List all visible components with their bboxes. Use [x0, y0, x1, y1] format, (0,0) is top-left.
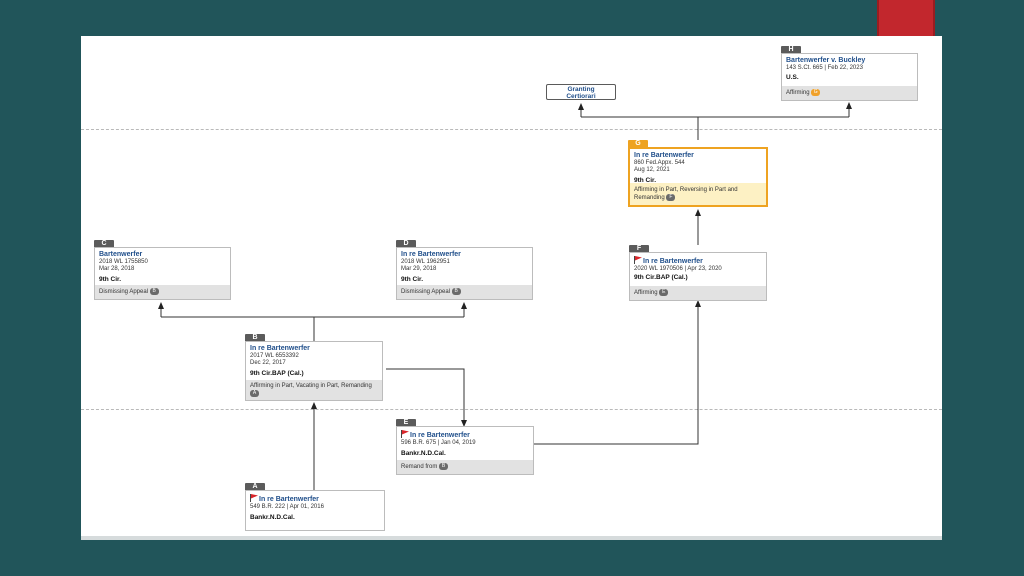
case-court: Bankr.N.D.Cal.: [250, 514, 295, 521]
case-court: Bankr.N.D.Cal.: [401, 450, 446, 457]
case-history: Dismissing Appeal B: [95, 284, 230, 299]
case-citation: 596 B.R. 675 | Jan 04, 2019: [401, 440, 476, 446]
case-node-c[interactable]: C Bartenwerfer 2018 WL 1755850 Mar 28, 2…: [94, 240, 231, 300]
case-court: 9th Cir.BAP (Cal.): [634, 274, 688, 281]
case-card[interactable]: Bartenwerfer v. Buckley 143 S.Ct. 665 | …: [781, 53, 918, 101]
case-title[interactable]: In re Bartenwerfer: [250, 345, 310, 352]
history-text: Affirming in Part, Vacating in Part, Rem…: [250, 382, 372, 389]
red-flag-icon: [634, 256, 642, 264]
case-court: U.S.: [786, 74, 799, 81]
node-label: E: [396, 419, 416, 427]
case-card[interactable]: In re Bartenwerfer 2018 WL 1962951 Mar 2…: [396, 247, 533, 300]
red-flag-icon: [401, 430, 409, 438]
case-title[interactable]: In re Bartenwerfer: [259, 496, 319, 503]
case-history: Remand from B: [397, 459, 533, 474]
node-label: C: [94, 240, 114, 248]
case-citation: 2020 WL 1970506 | Apr 23, 2020: [634, 266, 722, 272]
case-history: Affirming in Part, Vacating in Part, Rem…: [246, 379, 382, 400]
case-history: Affirming E: [630, 285, 766, 300]
ref-badge[interactable]: A: [250, 389, 259, 397]
case-card[interactable]: In re Bartenwerfer 2017 WL 6553392 Dec 2…: [245, 341, 383, 401]
case-court: 9th Cir.: [401, 276, 424, 283]
node-label: D: [396, 240, 416, 248]
case-citation: 2017 WL 6553392: [250, 353, 299, 359]
certiorari-line2: Certiorari: [566, 93, 596, 100]
case-node-g[interactable]: G In re Bartenwerfer 860 Fed.Appx. 544 A…: [628, 140, 768, 207]
history-text: Affirming in Part, Reversing in Part and…: [634, 186, 738, 201]
node-label: B: [245, 334, 265, 342]
edge-b-e: [386, 368, 465, 423]
ref-badge[interactable]: F: [666, 193, 676, 201]
case-citation: 2018 WL 1755850: [99, 259, 148, 265]
case-card[interactable]: In re Bartenwerfer 549 B.R. 222 | Apr 01…: [245, 490, 385, 531]
certiorari-line1: Granting: [567, 86, 595, 93]
case-node-f[interactable]: F In re Bartenwerfer 2020 WL 1970506 | A…: [629, 245, 767, 301]
node-label: G: [628, 140, 648, 148]
case-citation: 549 B.R. 222 | Apr 01, 2016: [250, 504, 324, 510]
history-text: Dismissing Appeal: [99, 289, 149, 295]
case-history: Dismissing Appeal B: [397, 284, 532, 299]
case-date: Dec 22, 2017: [250, 360, 286, 366]
case-court: 9th Cir.: [99, 276, 122, 283]
ref-badge[interactable]: G: [811, 88, 821, 96]
case-title[interactable]: Bartenwerfer v. Buckley: [786, 57, 866, 64]
connector-lines: [158, 102, 852, 490]
case-citation: 2018 WL 1962951: [401, 259, 450, 265]
history-text: Affirming: [786, 90, 810, 96]
node-label: F: [629, 245, 649, 253]
case-title[interactable]: In re Bartenwerfer: [634, 152, 694, 159]
case-node-a[interactable]: A In re Bartenwerfer 549 B.R. 222 | Apr …: [245, 483, 385, 531]
case-node-e[interactable]: E In re Bartenwerfer 596 B.R. 675 | Jan …: [396, 419, 534, 475]
case-title[interactable]: In re Bartenwerfer: [401, 251, 461, 258]
case-title[interactable]: In re Bartenwerfer: [410, 432, 470, 439]
level-divider-top: [81, 129, 942, 130]
granting-certiorari-box[interactable]: Granting Certiorari: [546, 84, 616, 100]
edge-e-f: [534, 304, 699, 445]
case-history: Affirming in Part, Reversing in Part and…: [630, 182, 766, 205]
case-date: Mar 29, 2018: [401, 266, 437, 272]
case-node-h[interactable]: H Bartenwerfer v. Buckley 143 S.Ct. 665 …: [781, 46, 918, 101]
case-card-highlighted[interactable]: In re Bartenwerfer 860 Fed.Appx. 544 Aug…: [628, 147, 768, 207]
case-card[interactable]: Bartenwerfer 2018 WL 1755850 Mar 28, 201…: [94, 247, 231, 300]
ref-badge[interactable]: B: [439, 462, 449, 470]
case-citation: 860 Fed.Appx. 544: [634, 160, 685, 166]
history-text: Affirming: [634, 290, 658, 296]
case-card[interactable]: In re Bartenwerfer 2020 WL 1970506 | Apr…: [629, 252, 767, 301]
node-label: H: [781, 46, 801, 54]
history-text: Remand from: [401, 464, 438, 470]
case-card[interactable]: In re Bartenwerfer 596 B.R. 675 | Jan 04…: [396, 426, 534, 475]
slide-bottom-edge: [81, 536, 942, 540]
node-label: A: [245, 483, 265, 491]
level-divider-bottom: [81, 409, 942, 410]
case-date: Aug 12, 2021: [634, 167, 670, 173]
case-court: 9th Cir.: [634, 177, 657, 184]
history-text: Dismissing Appeal: [401, 289, 451, 295]
case-citation: 143 S.Ct. 665 | Feb 22, 2023: [786, 65, 863, 71]
ref-badge[interactable]: B: [149, 287, 159, 295]
case-court: 9th Cir.BAP (Cal.): [250, 370, 304, 377]
history-diagram: Granting Certiorari H Bartenwerfer v. Bu…: [81, 36, 942, 540]
case-history: Affirming G: [782, 85, 917, 100]
case-title[interactable]: Bartenwerfer: [99, 251, 143, 258]
case-node-d[interactable]: D In re Bartenwerfer 2018 WL 1962951 Mar…: [396, 240, 533, 300]
red-flag-icon: [250, 494, 258, 502]
case-date: Mar 28, 2018: [99, 266, 135, 272]
ref-badge[interactable]: E: [659, 288, 669, 296]
case-title[interactable]: In re Bartenwerfer: [643, 258, 703, 265]
ref-badge[interactable]: B: [451, 287, 461, 295]
case-node-b[interactable]: B In re Bartenwerfer 2017 WL 6553392 Dec…: [245, 334, 383, 401]
accent-tab: [877, 0, 935, 36]
